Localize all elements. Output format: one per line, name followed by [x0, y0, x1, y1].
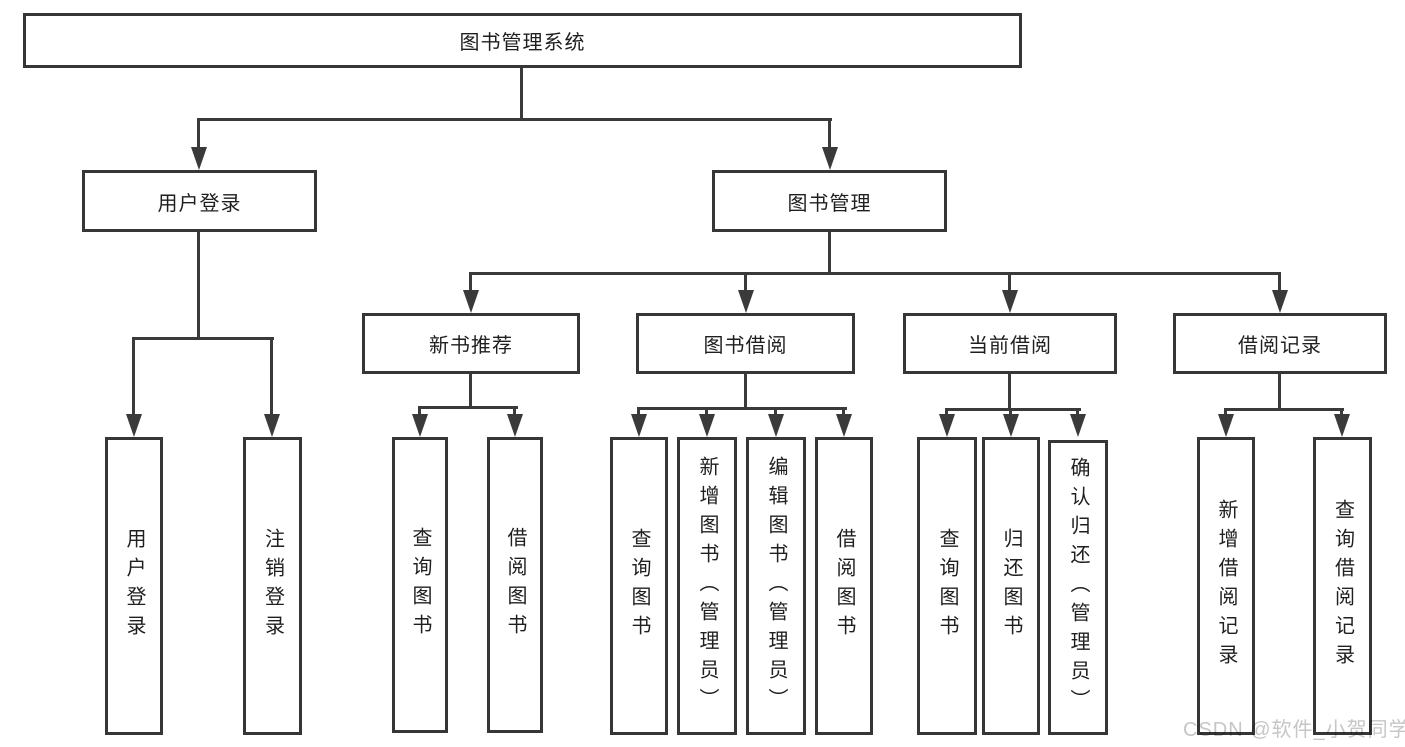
- leaf-query-books-current: 查询图书: [917, 437, 977, 735]
- leaf-add-book-admin-label: 新增图书（管理员）: [696, 455, 718, 717]
- arrowhead-down-icon: [631, 414, 647, 437]
- leaf-borrow-books-recommend: 借阅图书: [487, 437, 543, 733]
- node-current-borrowing-label: 当前借阅: [968, 335, 1052, 357]
- leaf-query-books-recommend: 查询图书: [392, 437, 448, 733]
- leaf-query-books-borrowing: 查询图书: [610, 437, 668, 735]
- node-new-book-recommend: 新书推荐: [362, 313, 580, 374]
- connector-line: [469, 272, 472, 291]
- connector-line: [1278, 272, 1281, 291]
- arrowhead-down-icon: [1070, 414, 1086, 437]
- connector-line: [520, 68, 523, 118]
- connector-line: [1278, 374, 1281, 408]
- node-root-label: 图书管理系统: [459, 32, 586, 54]
- connector-line: [197, 118, 832, 121]
- arrowhead-down-icon: [939, 414, 955, 437]
- leaf-borrow-books-borrowing: 借阅图书: [815, 437, 873, 735]
- node-root: 图书管理系统: [23, 13, 1022, 68]
- node-book-management-label: 图书管理: [787, 192, 872, 215]
- arrowhead-down-icon: [463, 290, 479, 313]
- leaf-borrow-books-borrowing-label: 借阅图书: [833, 528, 855, 644]
- arrowhead-down-icon: [126, 414, 142, 437]
- leaf-return-books: 归还图书: [982, 437, 1040, 735]
- connector-line: [1340, 408, 1343, 415]
- leaf-logout: 注销登录: [243, 437, 302, 735]
- arrowhead-down-icon: [836, 414, 852, 437]
- connector-line: [945, 408, 948, 415]
- node-borrowing-records-label: 借阅记录: [1238, 335, 1322, 357]
- node-user-login: 用户登录: [82, 170, 317, 232]
- connector-line: [469, 272, 1281, 275]
- leaf-borrow-books-recommend-label: 借阅图书: [504, 527, 526, 643]
- leaf-query-books-recommend-label: 查询图书: [409, 527, 431, 643]
- connector-line: [744, 272, 747, 291]
- node-borrowing-records: 借阅记录: [1173, 313, 1387, 374]
- connector-line: [418, 406, 518, 409]
- node-book-borrowing-label: 图书借阅: [703, 335, 788, 357]
- leaf-edit-book-admin: 编辑图书（管理员）: [746, 437, 806, 735]
- arrowhead-down-icon: [1218, 414, 1234, 437]
- leaf-add-borrow-record: 新增借阅记录: [1197, 437, 1255, 735]
- leaf-edit-book-admin-label: 编辑图书（管理员）: [765, 455, 787, 717]
- leaf-user-login-label: 用户登录: [123, 528, 145, 644]
- arrowhead-down-icon: [822, 147, 838, 170]
- connector-line: [469, 374, 472, 406]
- arrowhead-down-icon: [1003, 414, 1019, 437]
- csdn-watermark: CSDN @软件_小贺同学: [1183, 719, 1405, 741]
- connector-line: [132, 337, 135, 414]
- leaf-query-borrow-record-label: 查询借阅记录: [1331, 499, 1354, 673]
- connector-line: [637, 407, 640, 415]
- arrowhead-down-icon: [507, 414, 523, 437]
- arrowhead-down-icon: [768, 414, 784, 437]
- connector-line: [1008, 374, 1011, 408]
- node-current-borrowing: 当前借阅: [903, 313, 1117, 374]
- connector-line: [1224, 408, 1227, 415]
- arrowhead-down-icon: [264, 414, 280, 437]
- leaf-logout-label: 注销登录: [261, 528, 284, 644]
- arrowhead-down-icon: [738, 290, 754, 313]
- connector-line: [270, 337, 273, 414]
- connector-line: [1009, 408, 1012, 415]
- leaf-return-books-label: 归还图书: [1000, 528, 1022, 644]
- node-user-login-label: 用户登录: [157, 192, 242, 215]
- arrowhead-down-icon: [1002, 290, 1018, 313]
- connector-line: [418, 406, 421, 415]
- connector-line: [1008, 272, 1011, 291]
- connector-line: [1076, 408, 1079, 415]
- connector-line: [637, 407, 847, 410]
- leaf-query-borrow-record: 查询借阅记录: [1313, 437, 1372, 735]
- arrowhead-down-icon: [1272, 290, 1288, 313]
- arrowhead-down-icon: [1334, 414, 1350, 437]
- leaf-user-login: 用户登录: [105, 437, 163, 735]
- arrowhead-down-icon: [412, 414, 428, 437]
- leaf-add-borrow-record-label: 新增借阅记录: [1215, 499, 1237, 673]
- arrowhead-down-icon: [699, 414, 715, 437]
- node-new-book-recommend-label: 新书推荐: [429, 335, 513, 357]
- connector-line: [828, 232, 831, 272]
- connector-line: [132, 337, 274, 340]
- connector-line: [1224, 408, 1344, 411]
- connector-line: [774, 407, 777, 415]
- leaf-confirm-return-admin: 确认归还（管理员）: [1048, 440, 1108, 735]
- arrowhead-down-icon: [191, 147, 207, 170]
- leaf-confirm-return-admin-label: 确认归还（管理员）: [1067, 457, 1089, 718]
- node-book-borrowing: 图书借阅: [636, 313, 855, 374]
- connector-line: [197, 118, 200, 148]
- connector-line: [705, 407, 708, 415]
- connector-line: [744, 374, 747, 407]
- node-book-management: 图书管理: [712, 170, 947, 232]
- connector-line: [197, 232, 200, 337]
- connector-line: [513, 406, 516, 415]
- leaf-add-book-admin: 新增图书（管理员）: [677, 437, 737, 735]
- connector-line: [828, 118, 831, 148]
- connector-line: [945, 408, 1081, 411]
- connector-line: [842, 407, 845, 415]
- leaf-query-books-current-label: 查询图书: [936, 528, 958, 644]
- leaf-query-books-borrowing-label: 查询图书: [628, 528, 650, 644]
